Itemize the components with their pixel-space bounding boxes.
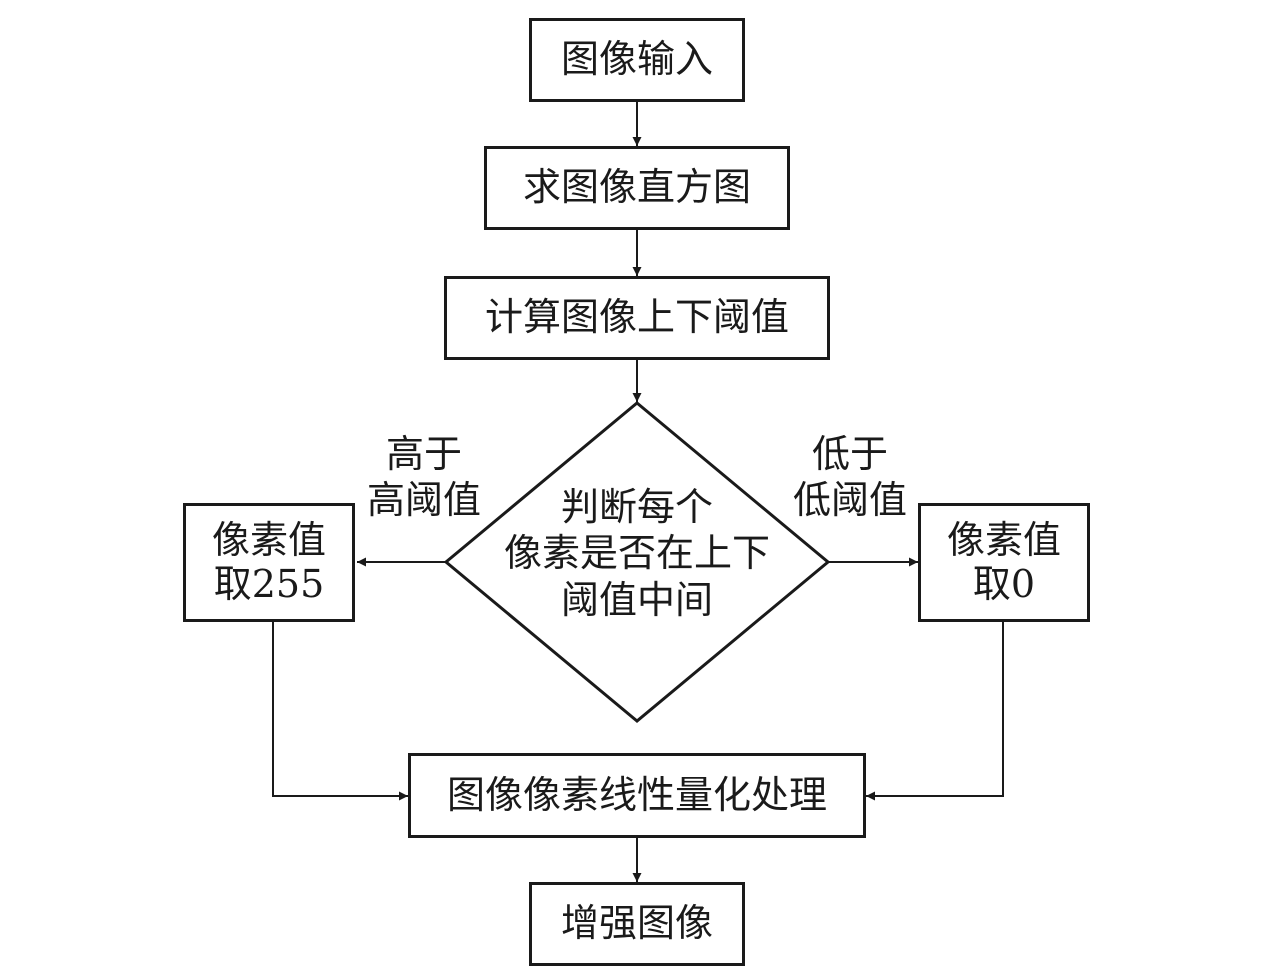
edge-label-above-high-line-2: 高阈值 — [366, 477, 481, 522]
quantize-box: 图像像素线性量化处理 — [408, 753, 866, 838]
decision-diamond — [443, 401, 831, 723]
thresholds-label: 计算图像上下阈值 — [484, 295, 789, 340]
low-value-box: 像素值 取0 — [918, 503, 1090, 622]
thresholds-box: 计算图像上下阈值 — [444, 276, 830, 360]
decision-line-3: 阈值中间 — [560, 577, 713, 622]
low-value-line-1: 像素值 — [946, 517, 1061, 562]
histogram-label: 求图像直方图 — [522, 165, 751, 210]
decision-line-1: 判断每个 — [560, 485, 713, 529]
high-value-box: 像素值 取255 — [183, 503, 355, 622]
edge-label-above-high: 高于 高阈值 — [354, 432, 494, 523]
edge-label-below-low-line-2: 低阈值 — [792, 477, 907, 522]
input-box: 图像输入 — [529, 18, 745, 102]
quantize-label: 图像像素线性量化处理 — [446, 772, 827, 817]
arrow-high-to-quantize — [272, 621, 408, 801]
input-label: 图像输入 — [560, 37, 713, 82]
edge-label-above-high-line-1: 高于 — [385, 432, 462, 476]
histogram-box: 求图像直方图 — [484, 146, 790, 230]
arrow-low-to-quantize — [866, 621, 1004, 801]
decision-label: 判断每个 像素是否在上下 阈值中间 — [477, 484, 797, 623]
edge-label-below-low: 低于 低阈值 — [780, 432, 920, 523]
high-value-line-1: 像素值 — [211, 517, 326, 562]
low-value-line-2: 取0 — [972, 561, 1036, 606]
edge-label-below-low-line-1: 低于 — [811, 432, 888, 476]
output-box: 增强图像 — [529, 882, 745, 966]
high-value-line-2: 取255 — [213, 561, 325, 606]
output-label: 增强图像 — [560, 901, 713, 946]
decision-line-2: 像素是否在上下 — [503, 531, 770, 576]
